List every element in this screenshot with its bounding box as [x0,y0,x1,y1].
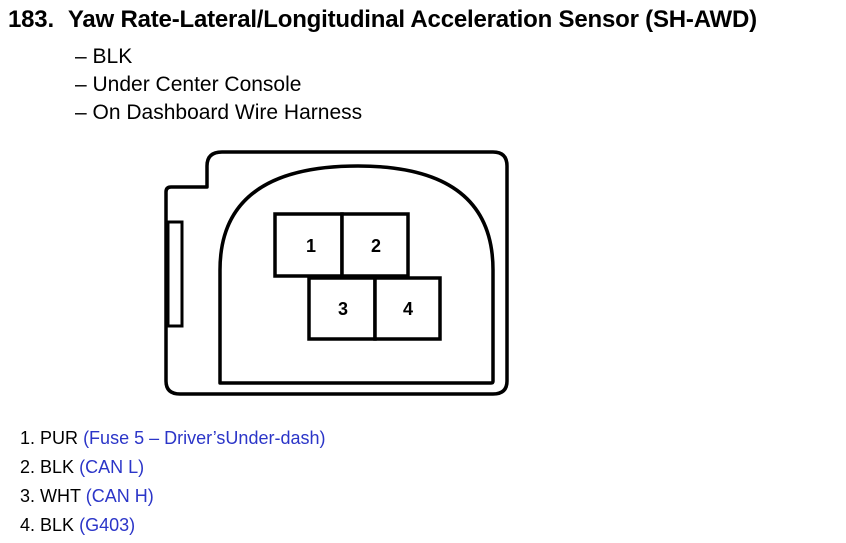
terminal-3 [307,276,377,341]
component-number: 183. [8,6,54,33]
terminal-4-label: 4 [403,299,413,319]
pinout-item: 2. BLK (CAN L) [20,453,325,482]
wire-color: BLK [40,515,75,535]
terminal-2 [340,212,410,278]
wire-circuit: (CAN H) [85,486,154,506]
wire-color: PUR [40,428,79,448]
connector-diagram: 1 2 3 4 [164,150,509,396]
terminal-4 [373,276,442,341]
connector-housing [164,150,509,396]
page-title: 183. Yaw Rate-Lateral/Longitudinal Accele… [8,6,757,34]
pin-number: 4. [20,515,36,535]
pin-number: 1. [20,428,36,448]
wire-circuit: (CAN L) [79,457,145,477]
terminal-1-label: 1 [306,236,316,256]
pinout-item: 3. WHT (CAN H) [20,482,325,511]
pinout-item: 4. BLK (G403) [20,511,325,540]
wire-circuit: (G403) [79,515,136,535]
connector-location: – Under Center Console [75,73,302,96]
connector-details: – BLK – Under Center Console – On Dashbo… [75,43,362,127]
connector-face [218,164,495,385]
terminal-2-label: 2 [371,236,381,256]
component-title: Yaw Rate-Lateral/Longitudinal Accelerati… [67,6,757,33]
terminal-3-label: 3 [338,299,348,319]
locking-tab [166,220,184,328]
connector-harness: – On Dashboard Wire Harness [75,101,363,124]
wire-circuit: (Fuse 5 – Driver’sUnder-dash) [83,428,326,448]
wire-color: BLK [40,457,75,477]
pin-number: 2. [20,457,36,477]
wire-color: WHT [40,486,81,506]
pin-number: 3. [20,486,36,506]
pinout-list: 1. PUR (Fuse 5 – Driver’sUnder-dash) 2. … [20,424,325,540]
pinout-item: 1. PUR (Fuse 5 – Driver’sUnder-dash) [20,424,325,453]
connector-color: – BLK [75,45,133,68]
